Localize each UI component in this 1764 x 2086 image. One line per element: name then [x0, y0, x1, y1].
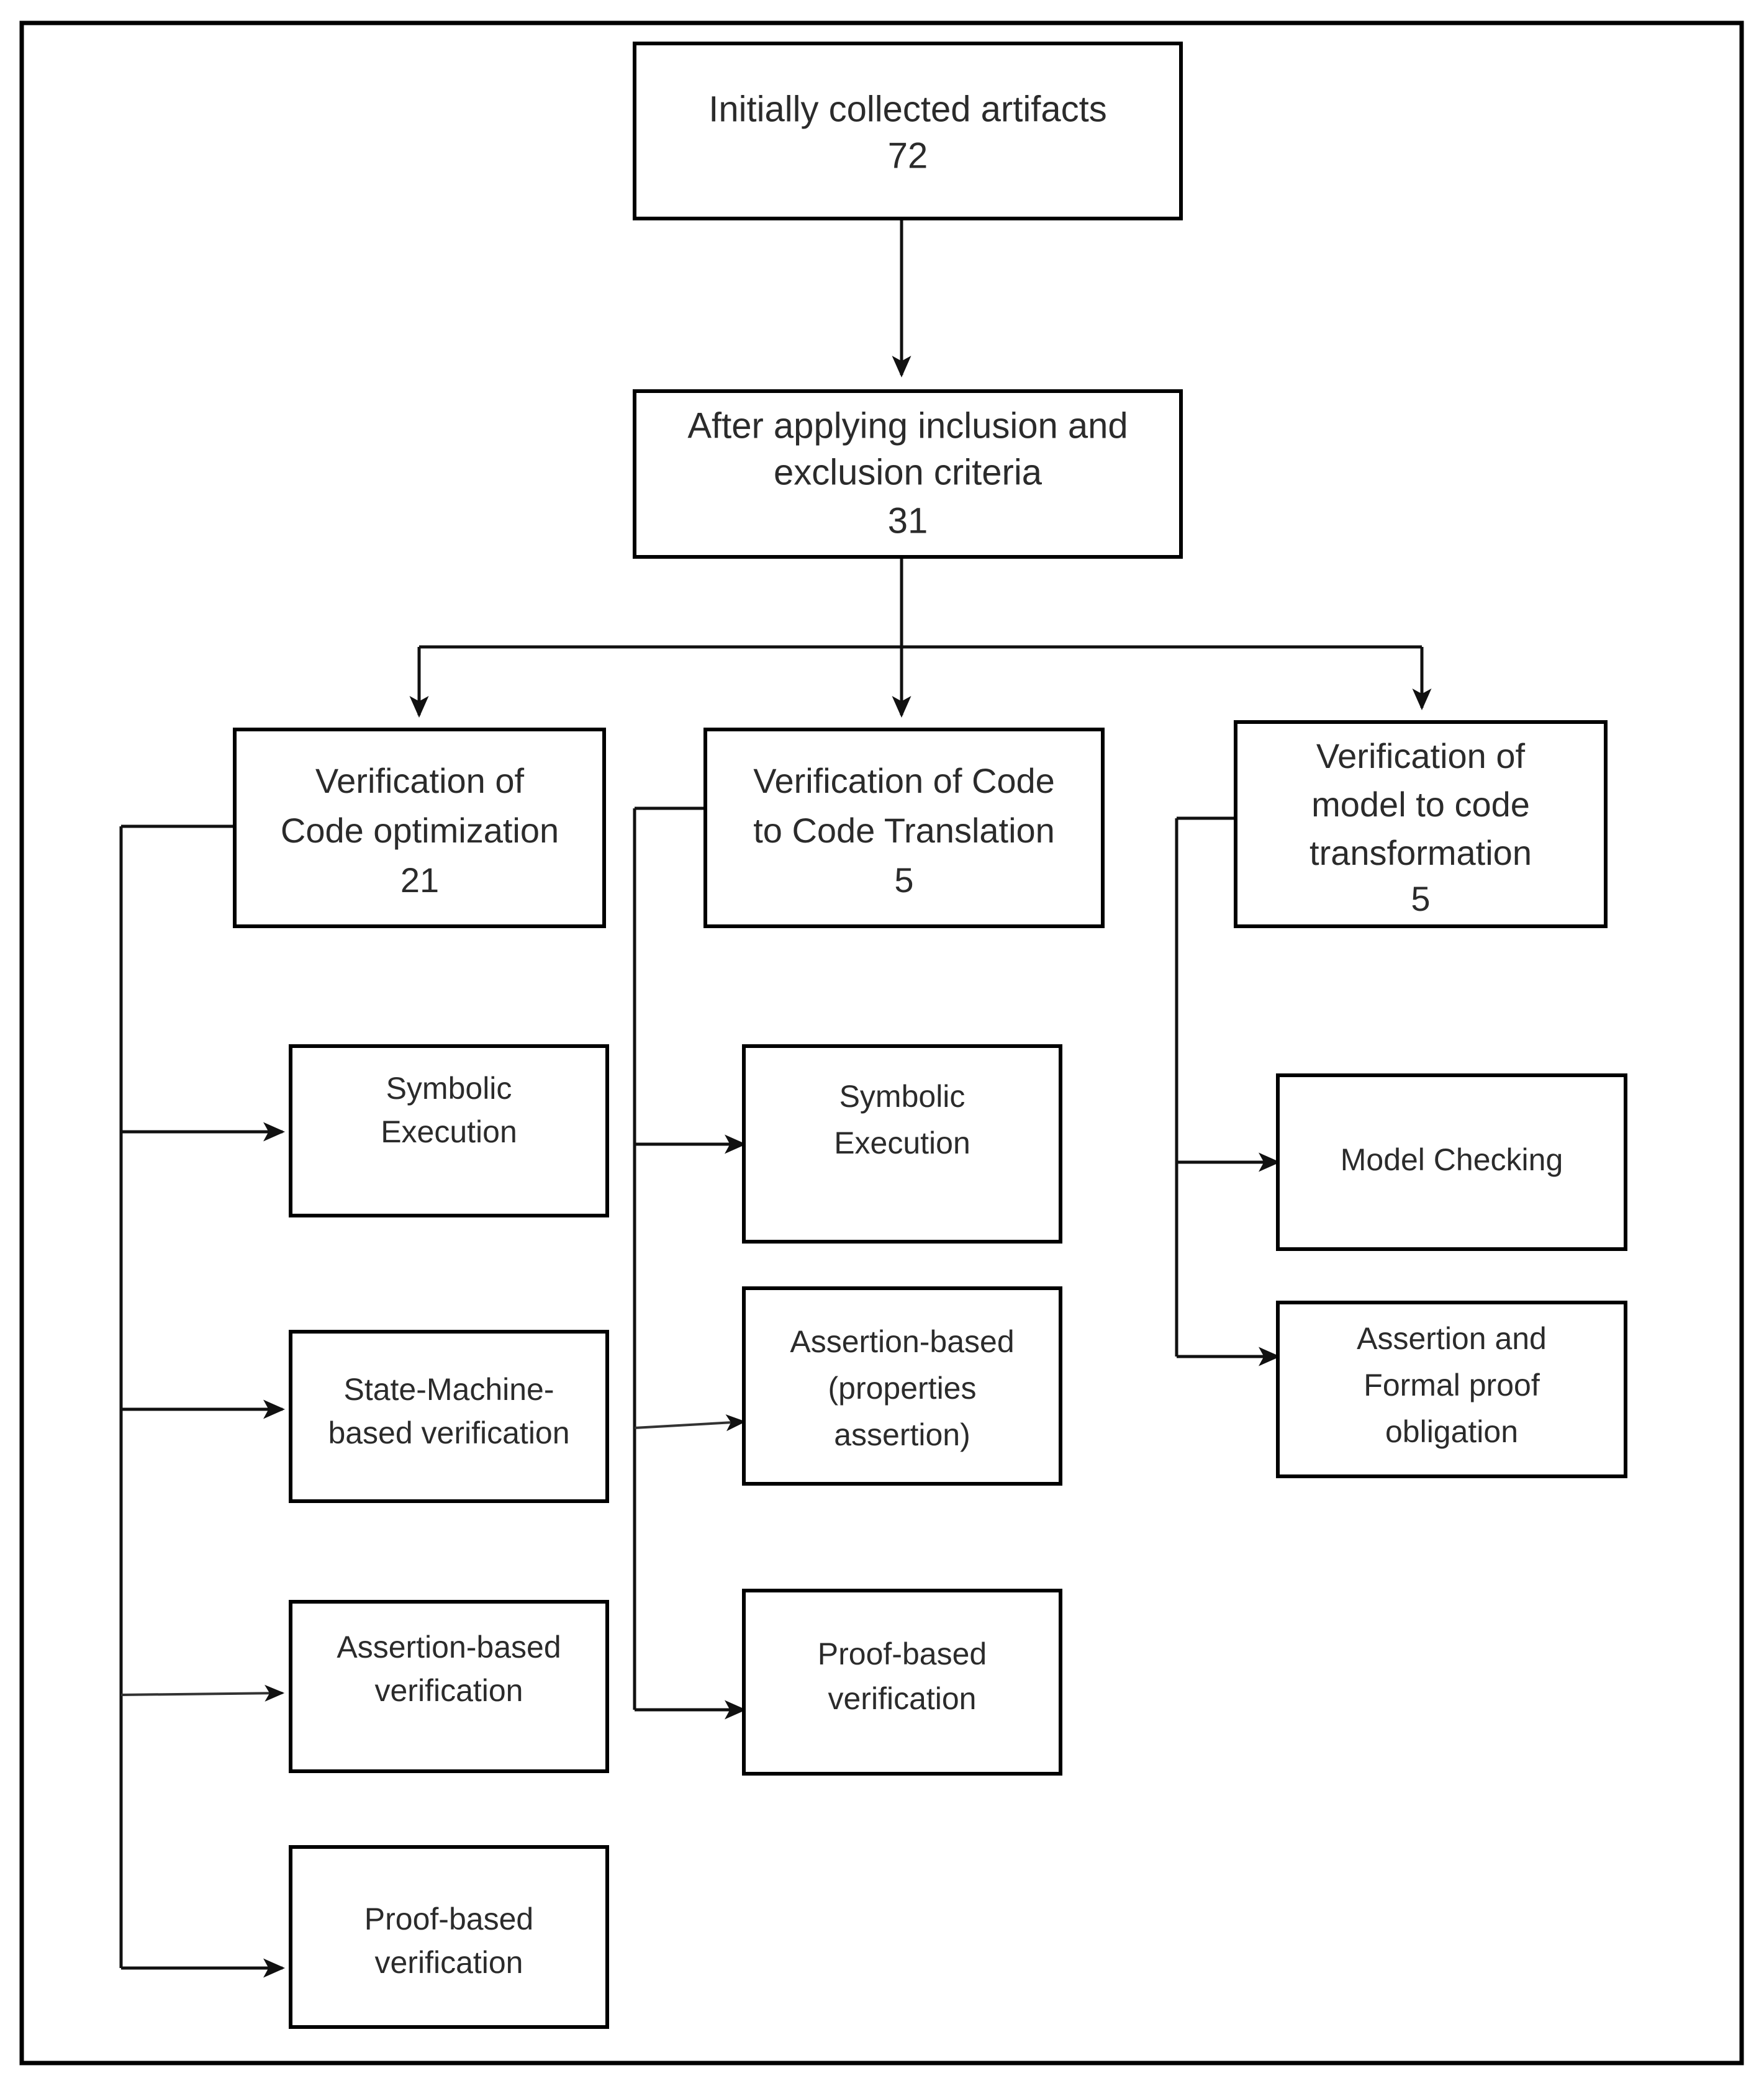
node-cat2-line2: to Code Translation [753, 811, 1055, 850]
node-opt-symbolic-line2: Execution [381, 1114, 517, 1149]
node-initial-count: 72 [888, 135, 928, 176]
edge-criteria-to-branch-bus [409, 557, 1432, 718]
node-opt-state-machine-based-verification[interactable]: State-Machine- based verification [289, 1330, 609, 1503]
node-trans-proof-line2: verification [828, 1681, 977, 1716]
node-model-assertion-line1: Assertion and [1357, 1321, 1547, 1356]
node-model-checking[interactable]: Model Checking [1276, 1073, 1627, 1251]
node-criteria-line1: After applying inclusion and [687, 405, 1128, 446]
node-opt-proof-line2: verification [375, 1945, 523, 1980]
node-trans-symbolic-line1: Symbolic [839, 1079, 966, 1114]
node-opt-proof-based-verification[interactable]: Proof-based verification [289, 1845, 609, 2029]
edge-group-model-transformation [1175, 816, 1281, 1366]
node-verification-code-optimization[interactable]: Verification of Code optimization 21 [233, 728, 606, 928]
node-model-assertion-line3: obligation [1385, 1414, 1518, 1449]
node-cat1-line1: Verification of [315, 761, 525, 800]
node-verification-code-to-code-translation[interactable]: Verification of Code to Code Translation… [703, 728, 1105, 928]
node-trans-assertion-line1: Assertion-based [790, 1324, 1014, 1359]
node-opt-proof-line1: Proof-based [364, 1902, 533, 1936]
node-trans-symbolic-execution[interactable]: Symbolic Execution [742, 1044, 1062, 1244]
node-criteria-line2: exclusion criteria [774, 452, 1043, 492]
node-trans-assertion-based-properties[interactable]: Assertion-based (properties assertion) [742, 1286, 1062, 1486]
node-opt-statemachine-line2: based verification [328, 1416, 569, 1450]
node-cat3-line1: Verification of [1316, 736, 1526, 775]
node-model-assertion-line2: Formal proof [1364, 1368, 1540, 1402]
node-opt-statemachine-line1: State-Machine- [343, 1372, 554, 1407]
node-cat1-line2: Code optimization [281, 811, 559, 850]
edge-group-code-optimization [119, 824, 286, 1978]
node-trans-symbolic-line2: Execution [834, 1126, 970, 1160]
node-cat2-line1: Verification of Code [753, 761, 1055, 800]
node-assertion-and-formal-proof-obligation[interactable]: Assertion and Formal proof obligation [1276, 1301, 1627, 1478]
node-cat3-count: 5 [1411, 879, 1430, 918]
node-cat3-line2: model to code [1311, 785, 1530, 824]
node-opt-assertion-line2: verification [375, 1673, 523, 1708]
node-opt-symbolic-line1: Symbolic [386, 1071, 512, 1106]
node-opt-assertion-line1: Assertion-based [337, 1630, 561, 1664]
node-after-applying-criteria[interactable]: After applying inclusion and exclusion c… [633, 389, 1183, 559]
node-trans-proof-based-verification[interactable]: Proof-based verification [742, 1589, 1062, 1776]
node-opt-symbolic-execution[interactable]: Symbolic Execution [289, 1044, 609, 1217]
node-verification-model-to-code-transformation[interactable]: Verification of model to code transforma… [1234, 720, 1608, 928]
node-opt-assertion-based-verification[interactable]: Assertion-based verification [289, 1600, 609, 1773]
node-cat1-count: 21 [400, 860, 439, 900]
edge-group-code-translation [633, 806, 747, 1720]
node-initially-collected-artifacts[interactable]: Initially collected artifacts 72 [633, 42, 1183, 220]
node-cat2-count: 5 [894, 860, 913, 900]
node-trans-assertion-line3: assertion) [834, 1417, 970, 1452]
node-initial-line1: Initially collected artifacts [708, 89, 1106, 129]
node-criteria-count: 31 [888, 500, 928, 541]
node-model-checking-line1: Model Checking [1341, 1142, 1563, 1177]
node-trans-proof-line1: Proof-based [818, 1637, 987, 1671]
node-trans-assertion-line2: (properties [828, 1371, 977, 1406]
node-cat3-line3: transformation [1309, 833, 1532, 872]
